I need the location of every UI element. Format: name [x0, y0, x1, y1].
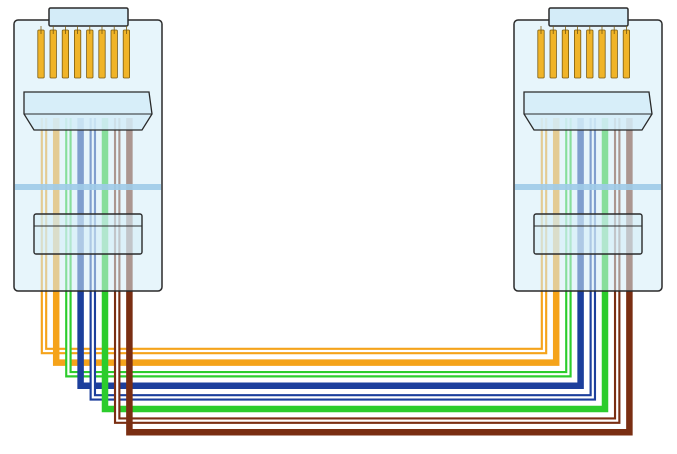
left-connector — [13, 7, 163, 292]
right-connector-pin-6 — [598, 29, 606, 79]
left-connector-pin-3 — [61, 29, 70, 79]
right-connector-clamp — [533, 213, 643, 255]
right-connector-top-tab — [548, 7, 629, 27]
right-connector-pin-1 — [537, 29, 545, 79]
left-connector-pin-2 — [49, 29, 57, 79]
right-connector-pin-7 — [610, 29, 618, 79]
left-connector-pin-8 — [122, 29, 130, 79]
left-connector-top-tab — [48, 7, 129, 27]
right-connector-pin-2 — [549, 29, 557, 79]
right-connector-pin-8 — [622, 29, 631, 79]
connectors — [13, 7, 663, 292]
right-connector-pin-4 — [574, 29, 582, 79]
left-connector-pin-5 — [86, 29, 94, 79]
left-connector-clamp — [33, 213, 143, 255]
right-connector-pin-3 — [561, 29, 570, 79]
right-connector-latch — [523, 91, 653, 131]
left-connector-pin-7 — [110, 29, 118, 79]
right-connector-band — [515, 184, 661, 190]
right-connector-pin-5 — [586, 29, 594, 79]
left-connector-pin-1 — [37, 29, 45, 79]
left-connector-band — [15, 184, 161, 190]
right-connector — [513, 7, 663, 292]
left-connector-pin-6 — [98, 29, 106, 79]
left-connector-pin-4 — [74, 29, 82, 79]
left-connector-latch — [23, 91, 153, 131]
